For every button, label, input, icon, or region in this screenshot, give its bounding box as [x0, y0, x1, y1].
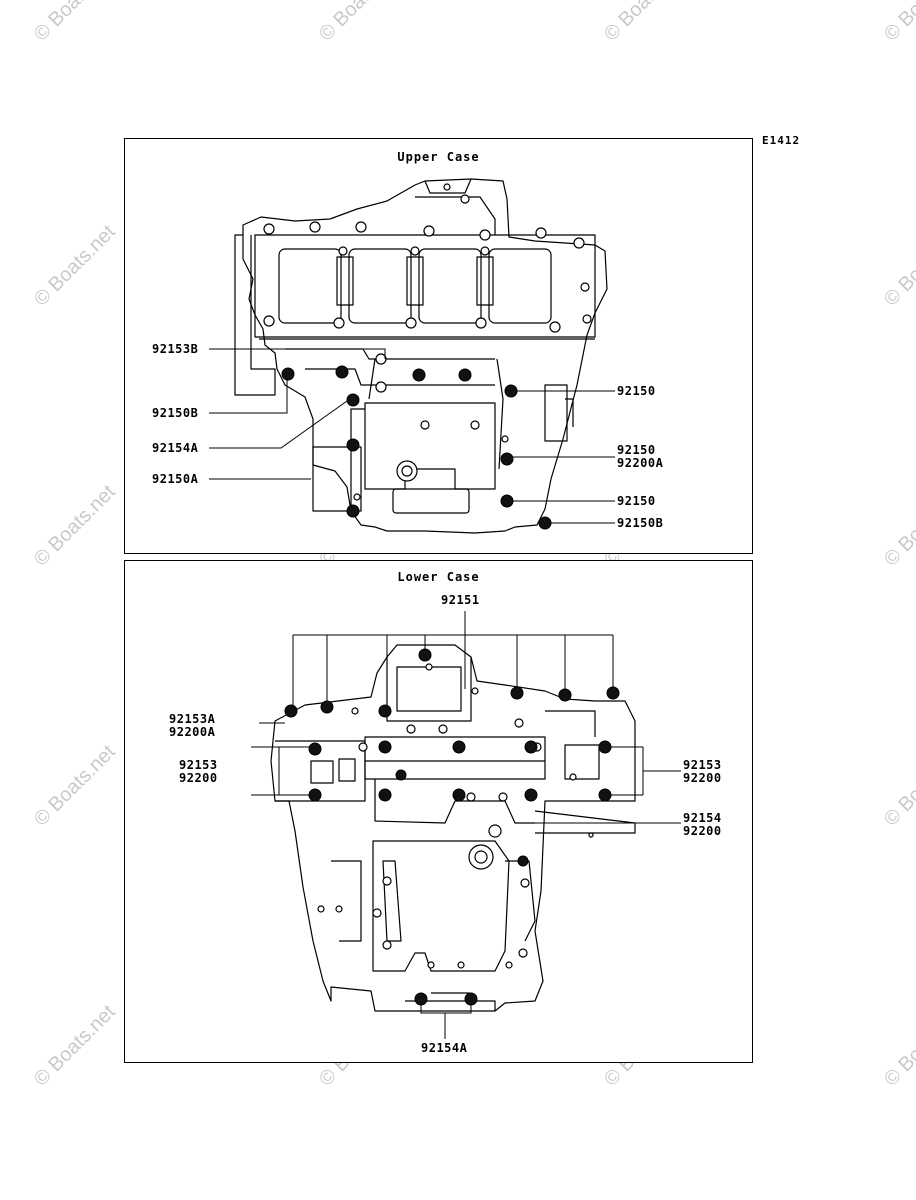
watermark: © Boats.net: [315, 0, 405, 46]
watermark: © Boats.net: [30, 220, 120, 311]
watermark: © Boats.net: [30, 1000, 120, 1091]
lower-case-panel: Lower Case: [124, 560, 753, 1063]
upper-case-drawing: [209, 178, 615, 534]
watermark: © Boats.net: [880, 480, 916, 571]
watermark: © Boats.net: [880, 220, 916, 311]
watermark: © Boats.net: [880, 740, 916, 831]
upper-case-panel: Upper Case: [124, 138, 753, 554]
watermark: © Boats.net: [30, 740, 120, 831]
lower-case-drawing: [251, 611, 681, 1039]
callout-upper-92150B: 92150B: [152, 406, 199, 420]
callout-upper-92150B-right: 92150B: [617, 516, 664, 530]
watermark: © Boats.net: [30, 480, 120, 571]
upper-case-title: Upper Case: [397, 150, 480, 164]
watermark: © Boats.net: [600, 0, 690, 46]
watermark: © Boats.net: [880, 1000, 916, 1091]
callout-upper-92150-a: 92150: [617, 384, 656, 398]
watermark: © Boats.net: [30, 0, 120, 46]
figure-code: E1412: [762, 134, 801, 147]
callout-upper-92153B: 92153B: [152, 342, 199, 356]
callout-lower-92151: 92151: [441, 593, 480, 607]
watermark: © Boats.net: [880, 0, 916, 46]
callout-upper-92150-b: 92150: [617, 494, 656, 508]
lower-case-title: Lower Case: [397, 570, 480, 584]
callout-upper-92154A: 92154A: [152, 441, 199, 455]
callout-lower-92154A: 92154A: [421, 1041, 468, 1055]
callout-upper-92150A: 92150A: [152, 472, 199, 486]
